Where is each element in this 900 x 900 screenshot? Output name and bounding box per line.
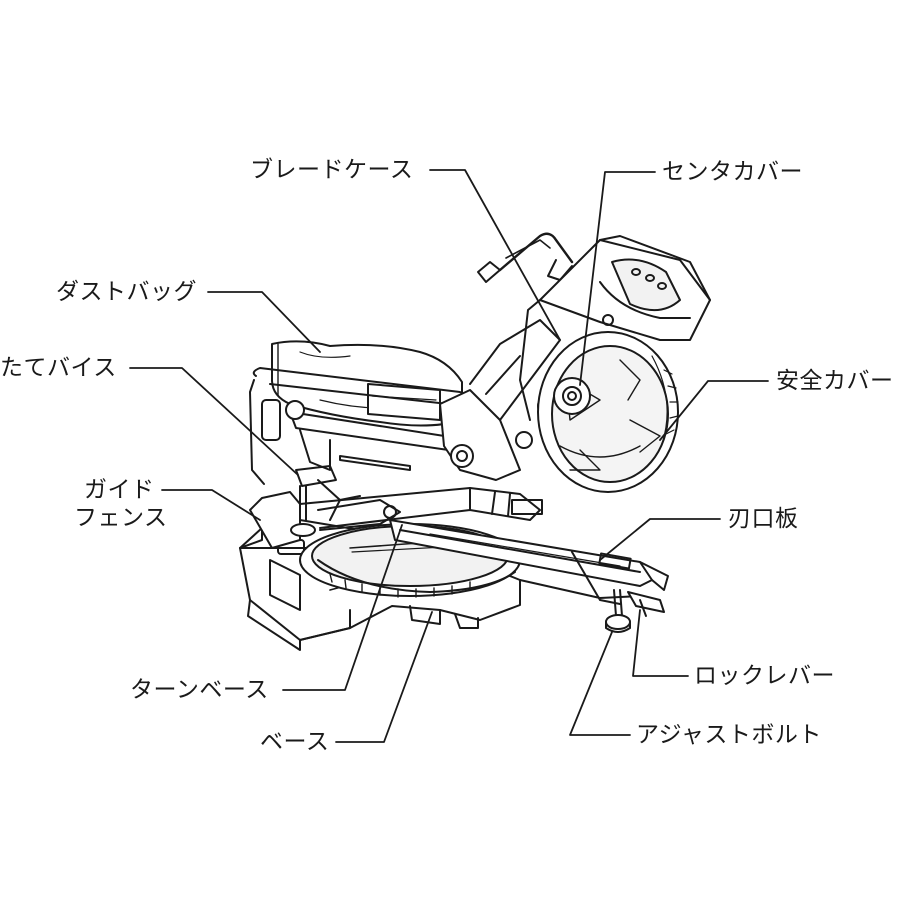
dust-bag-part xyxy=(271,340,463,427)
label-guide-fence-line2: フェンス xyxy=(74,505,168,531)
leader-kerf-plate xyxy=(599,518,721,561)
label-safety-cover: 安全カバー xyxy=(776,368,894,394)
label-turn-base: ターンベース xyxy=(130,677,269,703)
label-center-cover: センタカバー xyxy=(662,159,803,185)
vertical-vise-part xyxy=(290,465,401,537)
leader-dust-bag xyxy=(207,291,321,353)
leader-safety-cover xyxy=(659,380,769,441)
label-lock-lever: ロックレバー xyxy=(694,663,835,689)
blade-case-part xyxy=(519,235,711,421)
label-guide-fence: ガイド フェンス xyxy=(74,476,168,532)
label-base: ベース xyxy=(260,729,330,755)
label-adjust-bolt: アジャストボルト xyxy=(636,722,822,748)
leader-lines xyxy=(129,169,769,743)
center-cover-part xyxy=(553,377,591,415)
kerf-plate-arm xyxy=(389,519,669,605)
adjust-bolt-part xyxy=(605,589,631,633)
label-dust-bag: ダストバッグ xyxy=(56,279,197,305)
safety-cover-part xyxy=(537,331,679,493)
leader-lock-lever xyxy=(632,609,689,677)
label-kerf-plate: 刃口板 xyxy=(728,506,799,532)
label-blade-case: ブレードケース xyxy=(250,157,414,183)
label-guide-fence-line1: ガイド xyxy=(84,477,155,503)
leader-base xyxy=(335,611,433,743)
lock-lever-part xyxy=(627,591,665,617)
leader-vertical-vise xyxy=(129,367,299,476)
leader-center-cover xyxy=(579,171,656,386)
label-vertical-vise: たてバイス xyxy=(0,355,117,381)
guide-fence-part xyxy=(249,487,543,549)
leader-guide-fence xyxy=(161,489,261,521)
leader-adjust-bolt xyxy=(569,631,631,736)
top-handle xyxy=(477,232,574,283)
leader-turn-base xyxy=(282,524,403,691)
leader-blade-case xyxy=(429,169,561,341)
